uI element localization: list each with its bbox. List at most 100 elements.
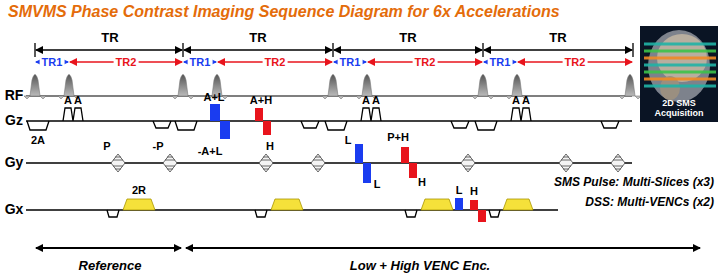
section-label: Low + High VENC Enc. [350,259,491,273]
gx-venc-lobes [455,198,486,222]
section-label: Reference [79,259,142,273]
wave-part [475,121,497,130]
gradient-label: A [372,94,380,106]
tr-arrows [35,43,633,57]
wave-part [36,49,182,50]
wave-part [111,154,125,172]
wave-part [27,121,49,130]
gradient-label: A [64,94,72,106]
wave-part [332,43,333,57]
wave-part [455,198,463,210]
wave-part [619,75,641,100]
gradient-label: L [456,184,463,196]
gz-venc-lobes [210,104,271,139]
wave-part [182,43,183,57]
tr-label: TR [547,31,568,45]
gradient-label: A+L [203,91,224,103]
wave-part [559,154,573,172]
wave-part [644,64,716,67]
wave-part [478,210,486,222]
wave-part [210,104,220,121]
gradient-label: P+H [387,131,409,143]
tr1-label: TR1 [40,56,65,68]
image-caption: 2D SMS Acquisition [642,99,716,119]
bottom-arrows [36,247,700,249]
gradient-label: A [74,94,82,106]
tr2-label: TR2 [263,56,288,68]
wave-part [363,163,371,183]
wave-part [34,43,35,57]
wave-part [405,210,417,217]
wave-part [451,121,469,128]
axis-label: Gx [5,202,24,217]
tr-label: TR [99,31,120,45]
wave-part [26,120,632,121]
wave-part [184,49,332,50]
axis-label: Gy [5,155,24,170]
wave-part [123,199,155,210]
wave-part [271,199,303,210]
gradient-label: L [374,178,381,190]
note-text: SMS Pulse: Multi-Slices (x3) [554,176,714,189]
gradient-label: H [470,185,478,197]
gy-venc-lobes [355,144,417,183]
wave-part [355,144,363,163]
wave-part [107,210,119,217]
wave-part [644,78,716,81]
wave-part [186,247,700,249]
rf-line [24,75,641,100]
diagram-title: SMVMS Phase Contrast Imaging Sequence Di… [8,3,560,21]
gz-line [26,108,632,130]
wave-part [482,43,483,57]
gradient-label: A+H [250,94,272,106]
gradient-label: A [362,94,370,106]
wave-part [153,121,171,128]
wave-part [401,147,409,163]
note-text: DSS: Multi-VENCs (x2) [585,196,714,209]
wave-part [601,121,619,128]
tr-label: TR [397,31,418,45]
wave-part [470,200,478,210]
gradient-label: -A+L [198,145,223,157]
wave-part [461,154,475,172]
gradient-label: H [418,176,426,188]
wave-part [640,26,718,122]
wave-part [163,154,177,172]
axis-label: RF [5,88,24,103]
wave-part [503,199,533,210]
wave-part [421,199,453,210]
wave-part [511,108,531,121]
wave-part [644,57,716,60]
wave-part [259,154,273,172]
tr2-label: TR2 [114,56,139,68]
tr1-label: TR1 [488,56,513,68]
gradient-label: A [522,94,530,106]
wave-part [632,43,633,57]
wave-part [255,108,263,121]
readout-gradients [123,199,533,210]
tr1-label: TR1 [338,56,363,68]
wave-part [325,121,347,130]
gradient-label: -P [153,140,164,152]
wave-part [172,75,194,100]
tr-label: TR [247,31,268,45]
tr2-label: TR2 [563,56,588,68]
wave-part [644,85,716,88]
wave-part [36,247,181,249]
wave-part [255,210,267,217]
wave-part [220,121,230,139]
wave-part [334,49,482,50]
wave-part [301,121,319,128]
brain-illustration [640,26,718,122]
gradient-label: 2A [31,134,45,146]
wave-part [175,121,197,130]
gradient-label: L [345,134,352,146]
wave-part [263,121,271,135]
wave-part [644,43,716,46]
wave-part [484,49,632,50]
gradient-label: A [512,94,520,106]
image-panel: 2D SMS Acquisition [640,26,718,122]
gradient-label: H [266,140,274,152]
gradient-label: 2R [132,184,146,196]
